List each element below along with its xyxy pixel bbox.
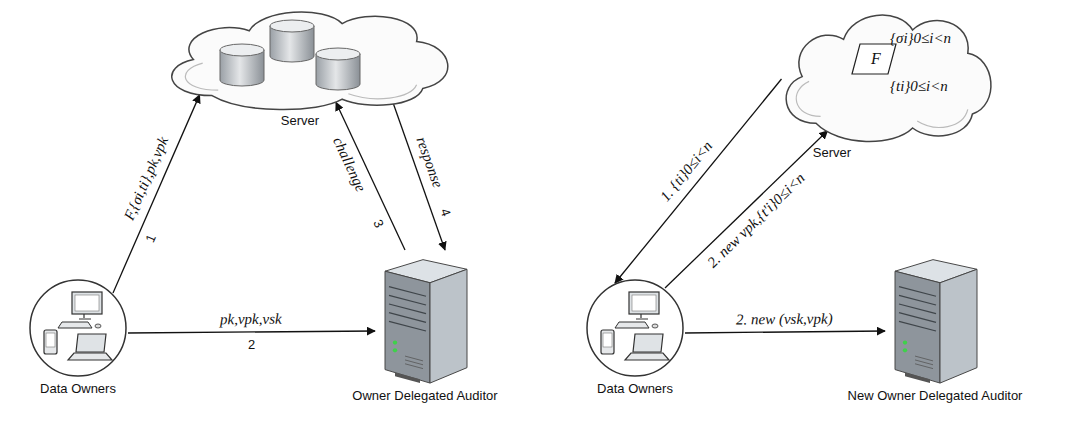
laptop-base [68, 353, 112, 360]
drive-bay [389, 321, 426, 331]
status-led [393, 348, 397, 352]
server-base [395, 372, 420, 383]
laptop-base [625, 353, 669, 360]
flow-arrow [615, 79, 782, 283]
node-label: F [871, 51, 881, 67]
group-circle [30, 280, 126, 376]
file-box: F [850, 42, 898, 76]
drive-bay [899, 313, 936, 323]
cloud-outline [786, 15, 991, 141]
node-label: Server [813, 145, 851, 161]
node-label: New Owner Delegated Auditor [848, 388, 1023, 404]
database-group [150, 2, 460, 110]
edge-label: F,{σi,ti},pk,vpk [120, 132, 173, 224]
phone-screen [46, 333, 55, 347]
server-front [385, 271, 430, 383]
edge-label: pk,vpk,vsk [218, 310, 284, 328]
node-label: Server [281, 113, 319, 129]
drive-bay [389, 295, 426, 305]
drive-bay [899, 287, 936, 297]
cloud-outline [172, 12, 448, 110]
status-led [393, 340, 397, 344]
owners-circle [28, 278, 128, 378]
edge-label: 2. new (vsk,vpk) [734, 310, 835, 328]
server-box [885, 250, 985, 385]
phone-screen [603, 333, 612, 347]
node-shape [150, 2, 460, 110]
node-shape [585, 278, 685, 378]
monitor-stand [79, 314, 91, 319]
step-number: 2 [247, 336, 256, 353]
monitor-stand [636, 314, 648, 319]
server-box [375, 250, 475, 385]
drive-bay [899, 295, 936, 305]
flow-arrow [113, 95, 200, 293]
vent [915, 356, 933, 369]
flow-arrow [685, 331, 885, 333]
drive-bay [389, 287, 426, 297]
phone [601, 330, 614, 354]
keyboard [615, 322, 649, 328]
file-outline [852, 44, 896, 74]
stored-data-label: {ti}0≤i<n [890, 78, 948, 95]
step-number: 1 [141, 231, 160, 246]
mouse [95, 324, 101, 328]
drive-bay [389, 304, 426, 314]
stored-data-label: {σi}0≤i<n [890, 30, 951, 47]
vent [405, 356, 423, 369]
server-side [430, 269, 467, 383]
database-top [316, 48, 360, 60]
edge-label: 2. new vpk,{t'i}0≤i<n [703, 168, 810, 272]
database-top [220, 44, 264, 56]
edge-label: challenge [328, 133, 370, 197]
monitor [72, 292, 102, 314]
node-shape [885, 250, 985, 385]
status-led [903, 340, 907, 344]
monitor [629, 292, 659, 314]
node-label: Data Owners [597, 381, 673, 397]
data-owners: Data Owners [565, 278, 705, 418]
step-number: 4 [436, 205, 455, 219]
edge-label: response [412, 132, 447, 191]
node-label: Data Owners [40, 381, 116, 397]
drive-bay [899, 304, 936, 314]
server-base [905, 372, 930, 383]
flow-arrow [128, 331, 375, 333]
keyboard [58, 322, 92, 328]
monitor-screen [75, 295, 99, 311]
laptop-screen [76, 334, 106, 352]
server-front [895, 271, 940, 383]
server-cloud: Server F [770, 2, 1000, 167]
drive-bay [389, 313, 426, 323]
phone [44, 330, 57, 354]
owners-circle [585, 278, 685, 378]
node-shape [28, 278, 128, 378]
server-cloud: Server [150, 2, 460, 132]
auditor-server: New Owner Delegated Auditor [850, 250, 1020, 422]
node-shape [375, 250, 475, 385]
step-number: 3 [368, 215, 387, 231]
data-owners: Data Owners [8, 278, 148, 418]
monitor-screen [632, 295, 656, 311]
drive-bay [899, 321, 936, 331]
database-top [270, 20, 314, 32]
server-side [940, 269, 977, 383]
auditor-server: Owner Delegated Auditor [340, 250, 510, 422]
group-circle [587, 280, 683, 376]
laptop-screen [633, 334, 663, 352]
mouse [652, 324, 658, 328]
node-label: Owner Delegated Auditor [352, 388, 497, 404]
status-led [903, 348, 907, 352]
